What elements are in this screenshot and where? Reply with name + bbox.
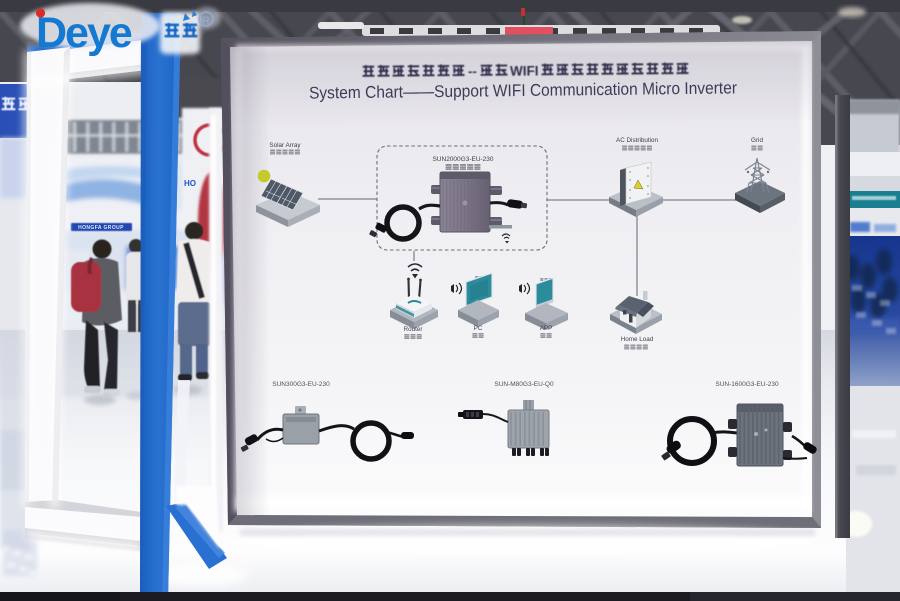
- svg-text:PC: PC: [474, 325, 483, 332]
- svg-text:SUN2000G3-EU-230: SUN2000G3-EU-230: [432, 156, 493, 163]
- svg-text:Solar Array: Solar Array: [269, 142, 301, 149]
- svg-text:AC Distribution: AC Distribution: [616, 137, 658, 144]
- svg-text:SUN-M80G3-EU-Q0: SUN-M80G3-EU-Q0: [494, 381, 554, 388]
- svg-text:Home Load: Home Load: [621, 336, 654, 343]
- svg-text:--: --: [468, 63, 477, 78]
- svg-text:Grid: Grid: [751, 137, 763, 144]
- svg-text:Router: Router: [404, 326, 423, 333]
- svg-text:HO: HO: [184, 179, 196, 188]
- svg-text:R: R: [202, 16, 210, 27]
- svg-text:APP: APP: [540, 325, 553, 332]
- svg-text:SUN-1600G3-EU-230: SUN-1600G3-EU-230: [715, 381, 779, 388]
- svg-text:HONGFA GROUP: HONGFA GROUP: [78, 225, 124, 231]
- svg-text:Deye: Deye: [36, 9, 132, 57]
- svg-text:SUN300G3-EU-230: SUN300G3-EU-230: [272, 381, 330, 388]
- svg-text:WIFI: WIFI: [510, 63, 539, 78]
